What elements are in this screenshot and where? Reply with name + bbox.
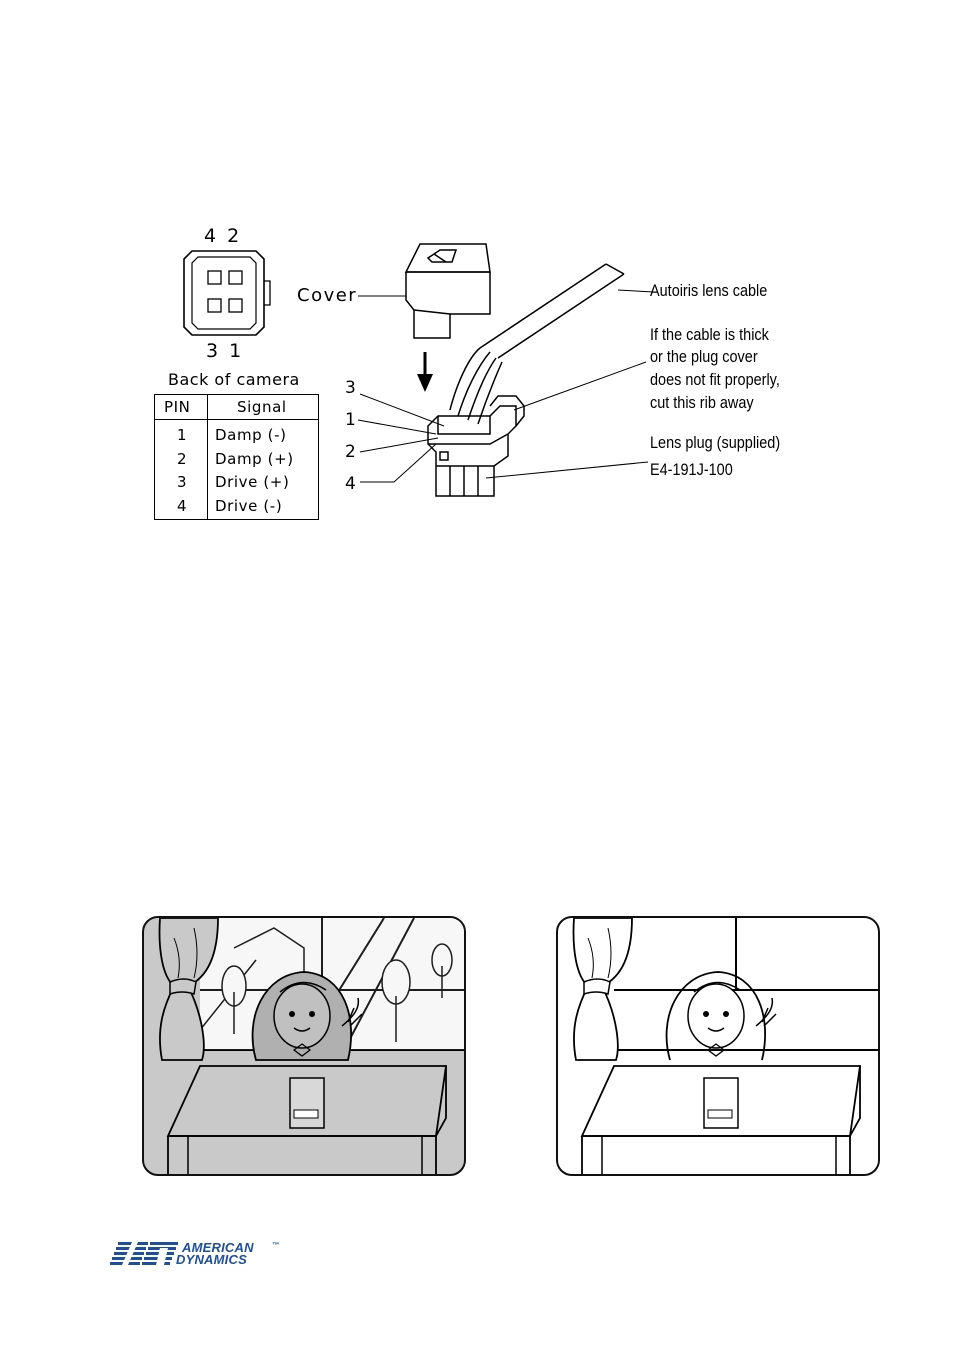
lens-plug-label-line-1: Lens plug (supplied)	[650, 432, 780, 454]
insert-arrow-icon	[417, 352, 433, 392]
connector-top-pin-labels: 4 2	[204, 225, 240, 247]
table-row-1-signal: Damp (-)	[215, 426, 287, 444]
connector-bottom-pin-labels: 3 1	[206, 340, 242, 362]
plug-cover-drawing	[406, 244, 490, 338]
logo-trademark: ™	[272, 1240, 279, 1252]
backlit-scene-illustration	[142, 916, 466, 1176]
rib-note-line-3: does not fit properly,	[650, 369, 780, 391]
connector-caption: Back of camera	[168, 370, 300, 389]
pin-signal-table: PIN Signal 1 Damp (-) 2 Damp (+) 3 Drive…	[154, 394, 319, 520]
lens-plug-label-line-2: E4-191J-100	[650, 459, 733, 481]
pin-callout-2: 2	[345, 442, 356, 462]
cover-label: Cover	[297, 285, 357, 306]
american-dynamics-logo: AMERICAN ™ DYNAMICS	[110, 1240, 290, 1272]
table-row-4-pin: 4	[177, 497, 187, 515]
cable-label: Autoiris lens cable	[650, 280, 767, 302]
lens-plug-drawing	[428, 396, 524, 496]
table-row-4-signal: Drive (-)	[215, 497, 282, 515]
logo-line-2: DYNAMICS	[176, 1254, 247, 1266]
table-row-2-signal: Damp (+)	[215, 450, 294, 468]
rib-note-line-1: If the cable is thick	[650, 324, 769, 346]
rib-note-line-4: cut this rib away	[650, 392, 754, 414]
pin-callout-3: 3	[345, 378, 356, 398]
table-row-1-pin: 1	[177, 426, 187, 444]
table-header-signal: Signal	[237, 398, 287, 416]
table-row-3-signal: Drive (+)	[215, 473, 289, 491]
table-column-divider	[207, 395, 208, 519]
connector-socket-drawing	[180, 247, 280, 339]
table-header-pin: PIN	[164, 398, 191, 416]
table-row-3-pin: 3	[177, 473, 187, 491]
rib-note-line-2: or the plug cover	[650, 346, 758, 368]
ad-logo-mark-icon	[110, 1240, 180, 1270]
lens-cable-drawing	[450, 264, 624, 424]
pin-callout-4: 4	[345, 474, 356, 494]
table-row-2-pin: 2	[177, 450, 187, 468]
compensated-scene-illustration	[556, 916, 880, 1176]
pin-callout-1: 1	[345, 410, 356, 430]
